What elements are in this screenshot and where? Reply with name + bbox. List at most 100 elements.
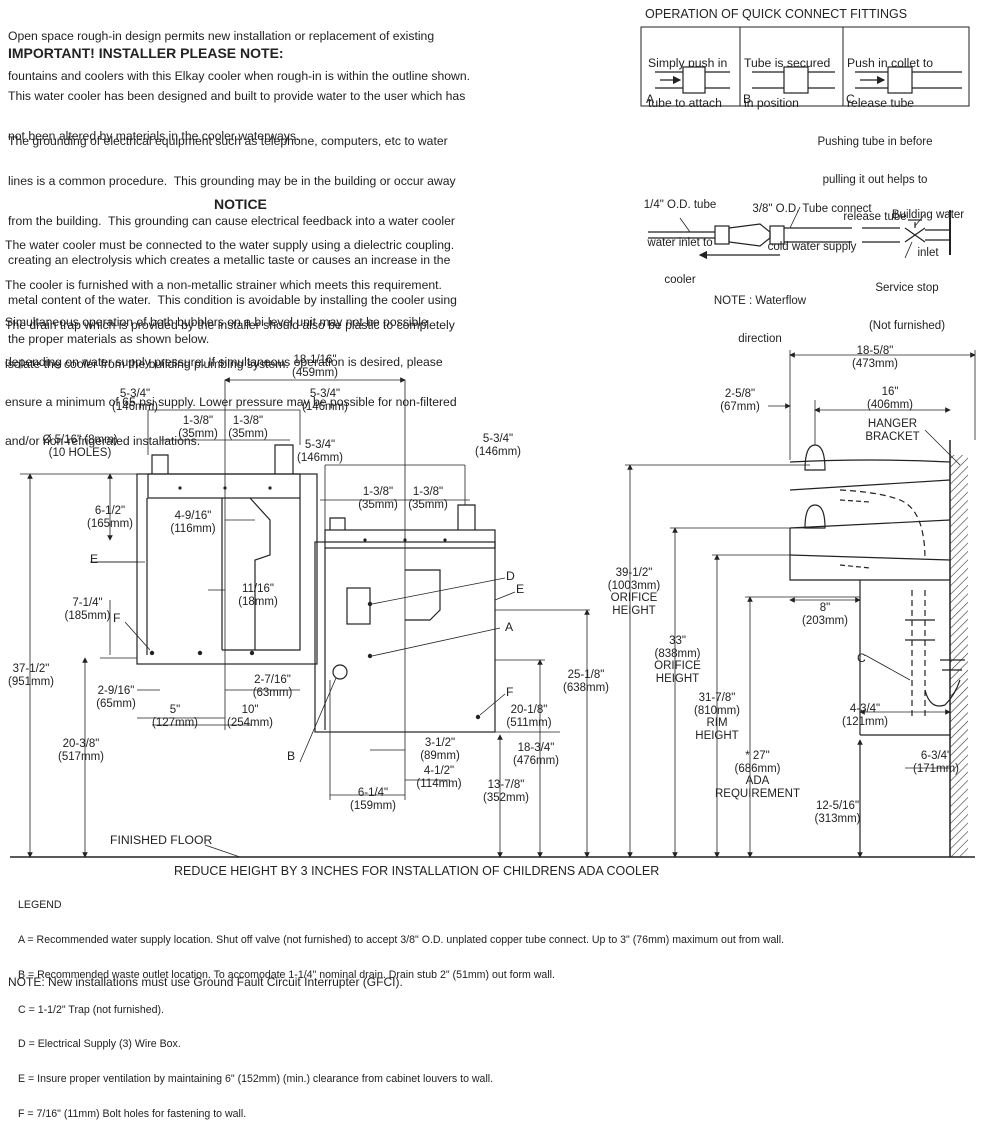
dim-10: 10"(254mm) bbox=[220, 704, 280, 729]
dim-metric: (951mm) bbox=[7, 675, 54, 688]
legend-item: E = Insure proper ventilation by maintai… bbox=[18, 1073, 494, 1086]
upper-bubbler bbox=[804, 444, 826, 471]
wall-hatch bbox=[950, 455, 968, 857]
dim-value: 6-3/4" bbox=[920, 750, 952, 762]
fittings-title: OPERATION OF QUICK CONNECT FITTINGS bbox=[645, 7, 908, 21]
dim-18-5-8: 18-5/8"(473mm) bbox=[840, 345, 910, 370]
dim-value: 5-3/4" bbox=[304, 439, 336, 451]
legend-item: C = 1-1/2" Trap (not furnished). bbox=[18, 1003, 164, 1016]
dim-value: Ø 5/16" (8mm) bbox=[42, 434, 118, 446]
notice-paragraph-1: The water cooler must be connected to th… bbox=[5, 213, 455, 385]
dim-value: 11/16" bbox=[241, 583, 274, 595]
dim-12-5-16: 12-5/16"(313mm) bbox=[805, 800, 870, 825]
text-line: HANGER bbox=[867, 418, 918, 430]
dim-20-1-8: 20-1/8"(511mm) bbox=[498, 704, 560, 729]
dim-25-1-8: 25-1/8"(638mm) bbox=[555, 669, 617, 694]
supply-leaders bbox=[679, 206, 926, 259]
dim-metric: (838mm) bbox=[654, 647, 701, 660]
text-line: water inlet to bbox=[647, 236, 713, 249]
dim-metric: (459mm) bbox=[291, 366, 338, 379]
dim-4-3-4: 4-3/4"(121mm) bbox=[835, 703, 895, 728]
dim-18-3-4: 18-3/4"(476mm) bbox=[505, 742, 567, 767]
dim-value: 13-7/8" bbox=[487, 779, 525, 791]
intro-line: fountains and coolers with this Elkay co… bbox=[8, 69, 471, 84]
text-line: RIM bbox=[706, 717, 728, 729]
dim-value: 33" bbox=[669, 635, 686, 647]
dim-metric: (63mm) bbox=[252, 686, 293, 699]
label-B: B bbox=[287, 749, 296, 763]
dim-metric: (67mm) bbox=[720, 400, 760, 413]
label-E-front: E bbox=[90, 552, 99, 566]
dim-metric: (114mm) bbox=[416, 777, 462, 790]
dim-value: 2-7/16" bbox=[254, 674, 291, 686]
electrical-box-D bbox=[346, 587, 371, 625]
dim-5-3-4-b: 5-3/4"(146mm) bbox=[290, 388, 360, 413]
dim-metric: (121mm) bbox=[841, 715, 888, 728]
dim-metric: (10 HOLES) bbox=[48, 446, 112, 459]
waterflow-note: NOTE : Waterflow direction bbox=[700, 270, 820, 358]
important-paragraph-2: The grounding of electrical equipment su… bbox=[8, 109, 457, 360]
building-inlet-label: Building water inlet bbox=[878, 184, 978, 272]
text-line: The grounding of electrical equipment su… bbox=[8, 134, 448, 149]
text-line: 1/4" O.D. tube bbox=[643, 199, 717, 211]
dim-13-7-8: 13-7/8"(352mm) bbox=[475, 779, 537, 804]
dim-metric: (638mm) bbox=[562, 681, 609, 694]
dim-metric: (89mm) bbox=[420, 749, 460, 762]
dim-value: 25-1/8" bbox=[567, 669, 605, 681]
legend-item: A = Recommended water supply location. S… bbox=[18, 933, 785, 946]
fitting-b-letter: B bbox=[743, 92, 752, 106]
dim-value: 8" bbox=[819, 602, 831, 614]
dim-value: 20-1/8" bbox=[510, 704, 548, 716]
dim-metric: (127mm) bbox=[151, 716, 198, 729]
supply-tube-label: 3/8" O.D. Tube connect cold water supply bbox=[732, 178, 892, 266]
text-line: NOTE : Waterflow bbox=[713, 295, 807, 307]
text-line: and/or non-refrigerated installations. bbox=[5, 434, 201, 449]
dim-11-16: 11/16"(18mm) bbox=[228, 583, 288, 608]
important-heading: IMPORTANT! INSTALLER PLEASE NOTE: bbox=[8, 45, 284, 61]
mounting-holes bbox=[149, 486, 481, 720]
finished-floor-label: FINISHED FLOOR bbox=[110, 833, 213, 847]
dim-8: 8"(203mm) bbox=[795, 602, 855, 627]
fitting-c-icon bbox=[855, 66, 962, 94]
label-A: A bbox=[505, 620, 514, 634]
text-line: direction bbox=[738, 332, 782, 345]
upper-cabinet-outline bbox=[136, 444, 318, 665]
text-line: This water cooler has been designed and … bbox=[8, 89, 466, 104]
dim-value: 5-3/4" bbox=[309, 388, 341, 400]
dim-2-7-16: 2-7/16"(63mm) bbox=[240, 674, 305, 699]
dim-metric: (35mm) bbox=[408, 498, 448, 511]
dim-holes: Ø 5/16" (8mm)(10 HOLES) bbox=[30, 434, 130, 459]
text-line: Pushing tube in before bbox=[817, 136, 933, 148]
dim-6-1-4: 6-1/4"(159mm) bbox=[342, 787, 404, 812]
dim-metric: (203mm) bbox=[801, 614, 848, 627]
text-line: pulling it out helps to bbox=[822, 173, 928, 186]
important-paragraph-1: This water cooler has been designed and … bbox=[8, 64, 465, 156]
text-line: inlet bbox=[917, 246, 939, 259]
lower-bubbler bbox=[804, 504, 826, 529]
text-line: release tube bbox=[843, 211, 907, 223]
intro-line: Open space rough-in design permits new i… bbox=[8, 29, 435, 44]
text-line: creating an electrolysis which creates a… bbox=[8, 253, 451, 268]
dim-metric: (473mm) bbox=[851, 357, 898, 370]
side-dimension-lines bbox=[625, 350, 976, 858]
dim-value: 1-3/8" bbox=[362, 486, 394, 498]
text-line: ADA bbox=[745, 775, 770, 787]
dim-1-3-8-b: 1-3/8"(35mm) bbox=[218, 415, 278, 440]
text-line: ensure a minimum of 65 psi supply. Lower… bbox=[5, 394, 457, 409]
dim-6-3-4: 6-3/4"(171mm) bbox=[905, 750, 967, 775]
dim-37-1-2: 37-1/2"(951mm) bbox=[0, 663, 62, 688]
dim-18-1-16: 18-1/16"(459mm) bbox=[275, 354, 355, 379]
text-line: metal content of the water. This conditi… bbox=[8, 292, 457, 307]
legend-item: F = 7/16" (11mm) Bolt holes for fastenin… bbox=[18, 1107, 247, 1120]
label-F-front: F bbox=[113, 611, 121, 625]
inlet-tube-label: 1/4" O.D. tube water inlet to cooler bbox=[625, 174, 735, 299]
dim-value: 5-3/4" bbox=[482, 433, 514, 445]
dim-value: 31-7/8" bbox=[698, 692, 736, 704]
dim-metric: (352mm) bbox=[482, 791, 529, 804]
dim-3-1-2: 3-1/2"(89mm) bbox=[410, 737, 470, 762]
label-D: D bbox=[506, 569, 515, 583]
